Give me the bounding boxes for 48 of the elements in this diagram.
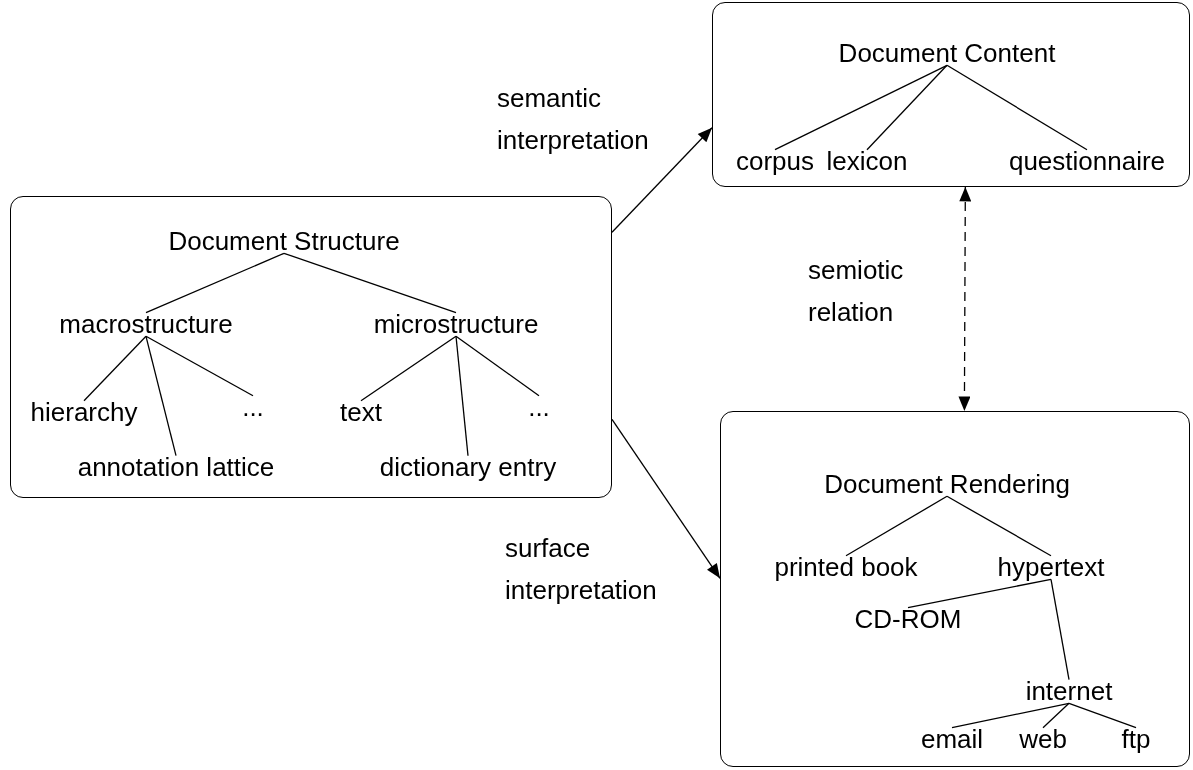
tree-label: dictionary entry (379, 452, 557, 482)
tree-branch-line (455, 335, 540, 397)
tree-branch-line (1068, 702, 1137, 729)
tree-label: macrostructure (59, 309, 233, 339)
tree-label: Document Structure (168, 226, 400, 256)
tree-branch-line (145, 252, 285, 314)
tree-branch-line (907, 578, 1052, 609)
tree-branch-line (1042, 702, 1070, 729)
group-box (712, 2, 1190, 187)
tree-label: hypertext (997, 552, 1105, 582)
tree-branch-line (845, 495, 948, 557)
tree-label: web (1019, 724, 1067, 754)
tree-branch-line (145, 335, 254, 397)
tree-label: corpus (736, 146, 814, 176)
tree-label: internet (1025, 676, 1113, 706)
tree-label: annotation lattice (77, 452, 275, 482)
tree-branch-line (946, 495, 1052, 557)
tree-branch-line (145, 335, 177, 457)
edge-label: semiotic relation (808, 254, 904, 329)
edge-label: surface interpretation (505, 532, 657, 607)
tree-branch-line (866, 64, 948, 151)
tree-label: ... (528, 392, 550, 422)
tree-branch-line (946, 64, 1088, 151)
tree-label: Document Content (838, 38, 1056, 68)
tree-label: ftp (1121, 724, 1151, 754)
group-box (720, 411, 1190, 767)
group-box (10, 196, 612, 498)
tree-branch-line (455, 335, 469, 457)
tree-label: hierarchy (30, 397, 138, 427)
tree-label: questionnaire (1008, 146, 1166, 176)
tree-label: CD-ROM (854, 604, 962, 634)
tree-branch-line (774, 64, 948, 151)
tree-label: email (920, 724, 984, 754)
arrow (611, 418, 721, 579)
arrow (611, 127, 713, 233)
tree-branch-line (360, 335, 457, 402)
tree-label: printed book (774, 552, 918, 582)
tree-branch-line (1050, 578, 1070, 681)
tree-branch-line (83, 335, 147, 402)
edge-label: semantic interpretation (497, 82, 649, 157)
tree-branch-line (283, 252, 457, 314)
tree-label: text (340, 397, 382, 427)
tree-label: ... (242, 392, 264, 422)
tree-branch-line (951, 702, 1070, 729)
tree-label: Document Rendering (824, 469, 1070, 499)
tree-label: microstructure (373, 309, 539, 339)
dashed-double-arrow (958, 186, 972, 412)
tree-label: lexicon (826, 146, 908, 176)
